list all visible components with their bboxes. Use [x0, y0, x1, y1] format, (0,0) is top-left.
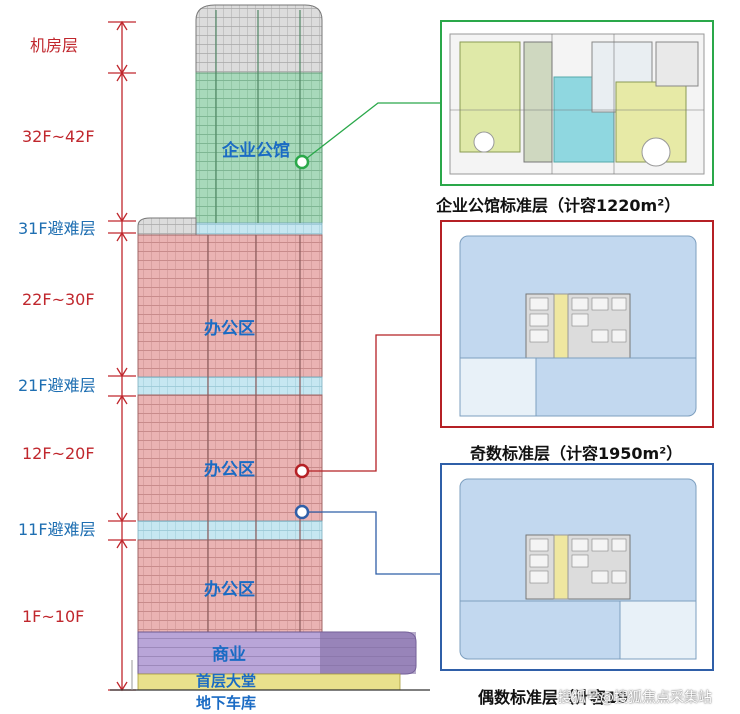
odd-floor-marker	[294, 463, 310, 479]
zone-corporate: 企业公馆	[222, 141, 290, 161]
even-plan-drawing	[459, 478, 697, 660]
odd-caption: 奇数标准层（计容1950m²）	[470, 444, 683, 463]
label-32f-42f: 32F~42F	[22, 127, 95, 146]
label-refuge-31f: 31F避难层	[18, 219, 96, 238]
corporate-plan-drawing	[449, 33, 705, 175]
zone-office-mid: 办公区	[204, 460, 255, 480]
label-refuge-21f: 21F避难层	[18, 376, 96, 395]
even-floor-marker	[294, 504, 310, 520]
corporate-floor-plan	[440, 20, 714, 186]
corporate-caption: 企业公馆标准层（计容1220m²）	[436, 196, 681, 215]
even-floor-plan	[440, 463, 714, 671]
zone-office-low: 办公区	[204, 580, 255, 600]
label-12f-20f: 12F~20F	[22, 444, 95, 463]
label-refuge-11f: 11F避难层	[18, 520, 96, 539]
even-caption: 偶数标准层（计容19	[478, 688, 629, 707]
label-machine-room: 机房层	[30, 36, 79, 55]
zone-commercial: 商业	[212, 645, 246, 665]
corporate-marker	[294, 154, 310, 170]
odd-plan-drawing	[459, 235, 697, 417]
zone-office-top: 办公区	[204, 319, 255, 339]
label-1f-10f: 1F~10F	[22, 607, 85, 626]
label-22f-30f: 22F~30F	[22, 290, 95, 309]
odd-floor-plan	[440, 220, 714, 428]
watermark: 搜狐号@搜狐焦点采集站	[558, 690, 712, 706]
zone-lobby: 首层大堂	[196, 672, 257, 690]
zone-garage: 地下车库	[196, 694, 257, 712]
